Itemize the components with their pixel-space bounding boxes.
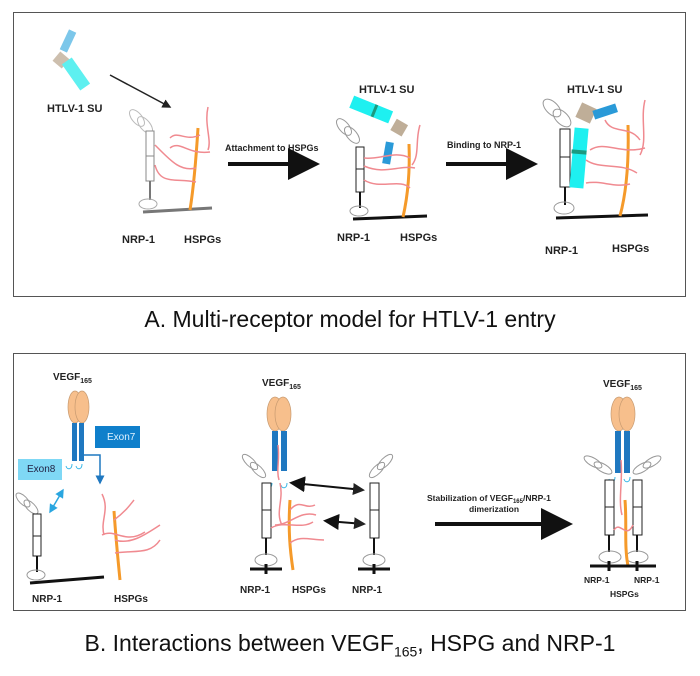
b-stage1-vegf-label: VEGF165 bbox=[53, 372, 92, 385]
b-arrow-label-line1: Stabilization of VEGF165/NRP-1 bbox=[427, 493, 551, 505]
exon8-box: Exon8 bbox=[18, 459, 62, 480]
stage1-hspg bbox=[154, 106, 211, 211]
approach-arrow bbox=[109, 74, 172, 108]
stage3-su-label: HTLV-1 SU bbox=[567, 84, 622, 96]
b-stage1-hspg-label: HSPGs bbox=[114, 594, 148, 605]
stage3-membrane bbox=[555, 213, 649, 220]
b-stage3-hspg-label: HSPGs bbox=[610, 589, 639, 599]
hspg-nrp-interaction-arrow bbox=[323, 513, 366, 530]
stage3-nrp1-receptor bbox=[542, 98, 575, 215]
b-stage1-nrp1-receptor bbox=[15, 492, 46, 581]
stage2-nrp1-receptor bbox=[336, 118, 369, 217]
stage1-nrp1-receptor bbox=[129, 109, 158, 210]
b-stage3-nrp-right-label: NRP-1 bbox=[634, 575, 660, 585]
arrow1-label: Attachment to HSPGs bbox=[225, 143, 319, 153]
b-stage3-nrp1-right bbox=[625, 455, 662, 564]
panel-a-caption: A. Multi-receptor model for HTLV-1 entry bbox=[144, 306, 556, 332]
b-stage3-nrp-left-label: NRP-1 bbox=[584, 575, 610, 585]
panel-b-caption: B. Interactions between VEGF165, HSPG an… bbox=[0, 630, 700, 660]
stage2-membrane bbox=[352, 214, 428, 221]
vegf-nrp-interaction-arrow bbox=[289, 476, 365, 495]
caption-b-tail: , HSPG and NRP-1 bbox=[417, 630, 616, 656]
stage2-su-label: HTLV-1 SU bbox=[359, 84, 414, 96]
svg-text:Exon7: Exon7 bbox=[107, 432, 136, 443]
b-stage3-vegf-dimer bbox=[608, 396, 636, 516]
b-stage2-hspg bbox=[270, 482, 325, 571]
b-stage3-nrp1-left bbox=[583, 455, 622, 564]
stage3-nrp-label: NRP-1 bbox=[545, 245, 578, 257]
b-stage2-vegf-dimer bbox=[265, 396, 292, 489]
b-stage2-nrp-right-label: NRP-1 bbox=[352, 585, 382, 596]
htlv-su-free-icon bbox=[52, 29, 91, 91]
stage2-hspg bbox=[363, 124, 421, 218]
b-stage2-nrp-left-label: NRP-1 bbox=[240, 585, 270, 596]
stage2-su-icon bbox=[349, 95, 409, 165]
caption-b-main: B. Interactions between VEGF bbox=[84, 630, 394, 656]
stage1-hspg-label: HSPGs bbox=[184, 234, 221, 246]
exon8-nrp-arrow bbox=[49, 488, 64, 514]
stage1-membrane bbox=[142, 206, 213, 214]
b-arrow-label-line2: dimerization bbox=[469, 504, 519, 514]
b-stage2-vegf-label: VEGF165 bbox=[262, 378, 301, 391]
b-stage1-nrp-label: NRP-1 bbox=[32, 594, 62, 605]
svg-text:Exon8: Exon8 bbox=[27, 464, 56, 475]
b-stage1-hspg bbox=[101, 493, 161, 581]
caption-b-sub: 165 bbox=[393, 643, 418, 660]
b-stage1-vegf-dimer bbox=[65, 390, 105, 485]
exon7-box: Exon7 bbox=[95, 426, 140, 448]
b-stage1-membrane bbox=[29, 575, 105, 585]
stage2-nrp-label: NRP-1 bbox=[337, 232, 370, 244]
stage3-hspg-label: HSPGs bbox=[612, 243, 649, 255]
stage3-hspg bbox=[585, 99, 646, 217]
arrow2-label: Binding to NRP-1 bbox=[447, 140, 521, 150]
b-stage3-vegf-label: VEGF165 bbox=[603, 379, 642, 392]
stage1-nrp-label: NRP-1 bbox=[122, 234, 155, 246]
stage3-su-icon bbox=[569, 102, 618, 189]
b-stage2-nrp1-left bbox=[241, 453, 282, 574]
stage1-su-label: HTLV-1 SU bbox=[47, 103, 102, 115]
b-stage3-hspg bbox=[613, 499, 634, 567]
b-stage2-hspg-label: HSPGs bbox=[292, 585, 326, 596]
stage2-hspg-label: HSPGs bbox=[400, 232, 437, 244]
b-stage2-nrp1-right bbox=[358, 453, 394, 574]
